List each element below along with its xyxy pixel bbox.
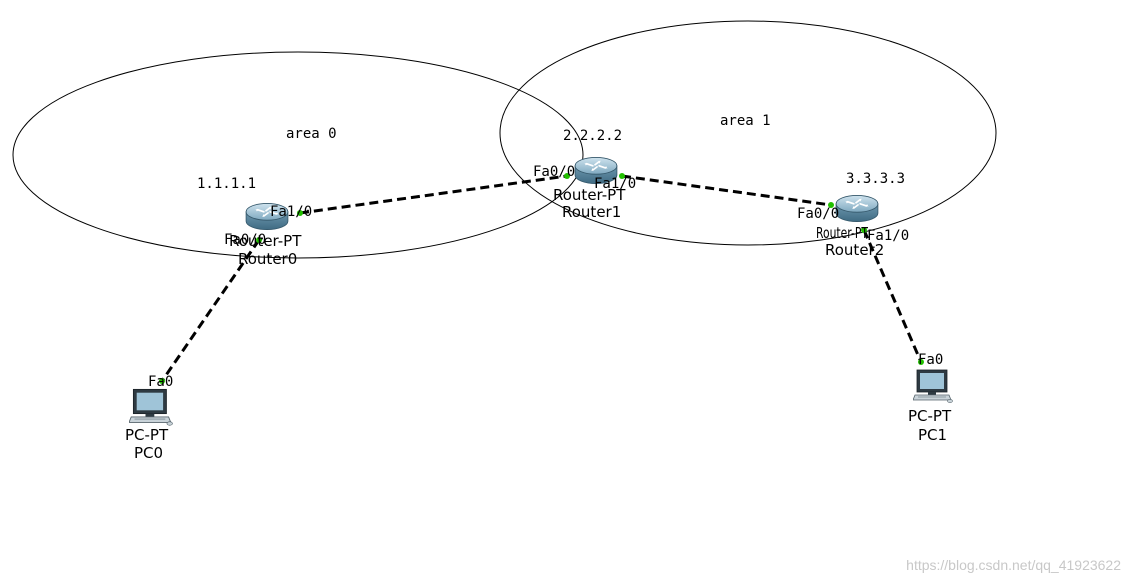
port-dot (256, 237, 262, 243)
router0-model: Router-PT (229, 232, 302, 250)
port-dot (828, 202, 834, 208)
port-dot (861, 227, 867, 233)
router1-model: Router-PT (553, 186, 626, 204)
router0-name: Router0 (238, 250, 297, 268)
router2-model: Router-PT (816, 224, 869, 242)
router1-port-fa1: Fa1/0 (594, 176, 636, 192)
router0-port-fa1: Fa1/0 (270, 204, 312, 220)
pc0-model: PC-PT (125, 426, 169, 444)
pc1-name: PC1 (918, 426, 947, 444)
area-1-label: area 1 (720, 113, 771, 129)
port-dot (918, 359, 924, 365)
router2-port-fa1: Fa1/0 (867, 228, 909, 244)
router2-port-fa0: Fa0/0 (797, 206, 839, 222)
link-router0-pc0[interactable] (160, 239, 261, 382)
router0-device[interactable]: 1.1.1.1 Router-PT Router0 (197, 176, 302, 268)
pc1-device[interactable]: PC-PT PC1 (908, 369, 953, 444)
link-router0-router1[interactable] (299, 174, 568, 215)
pc-icon (913, 369, 953, 404)
port-dot (564, 173, 570, 179)
pc-icon (129, 388, 173, 426)
router2-name: Router2 (825, 241, 884, 259)
port-dot (159, 378, 165, 384)
router0-port-fa0: Fa0/0 (224, 232, 266, 248)
router1-name: Router1 (562, 203, 621, 221)
port-dot (297, 210, 303, 216)
watermark-text: https://blog.csdn.net/qq_41923622 (906, 557, 1121, 573)
area-1-boundary (499, 20, 997, 246)
router1-id: 2.2.2.2 (563, 128, 622, 144)
area-0-label: area 0 (286, 126, 337, 142)
router0-id: 1.1.1.1 (197, 176, 256, 192)
router-icon (835, 194, 879, 223)
pc0-device[interactable]: PC-PT PC0 (125, 388, 173, 462)
router2-id: 3.3.3.3 (846, 171, 905, 187)
router2-device[interactable]: 3.3.3.3 Router-PT Router2 (816, 171, 905, 259)
router1-device[interactable]: 2.2.2.2 Router-PT Router1 (553, 128, 626, 221)
pc0-port-fa0: Fa0 (148, 374, 173, 390)
link-router1-router2[interactable] (621, 174, 832, 207)
pc1-port-fa0: Fa0 (918, 352, 943, 368)
area-0-boundary (12, 51, 584, 259)
port-dot (619, 173, 625, 179)
pc1-model: PC-PT (908, 407, 952, 425)
pc0-name: PC0 (134, 444, 163, 462)
router1-port-fa0: Fa0/0 (533, 164, 575, 180)
link-router2-pc1[interactable] (862, 229, 923, 363)
